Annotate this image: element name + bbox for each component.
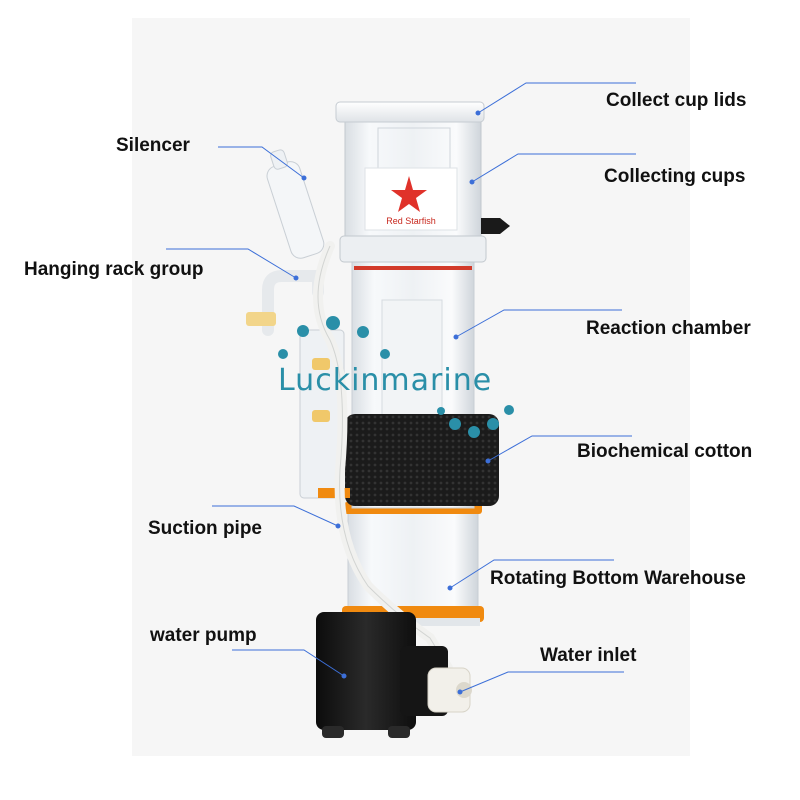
inner-riser: [381, 299, 443, 421]
hanging-rack-hook: [262, 270, 324, 336]
leader-reaction-chamber: [455, 309, 622, 338]
logo-text: Red Starfish: [386, 216, 436, 226]
leader-biochem-cotton: [487, 435, 632, 462]
label-biochemical-cotton: Biochemical cotton: [577, 441, 753, 462]
collect-cup-lid: [335, 101, 485, 123]
label-collect-cup-lids: Collect cup lids: [606, 90, 747, 111]
rack-valve-3: [312, 410, 330, 422]
leader-hanging-rack: [166, 248, 297, 279]
leader-lines: [166, 82, 636, 695]
watermark-dots: [278, 316, 514, 438]
cup-drain-nozzle: [481, 218, 510, 234]
label-suction-pipe: Suction pipe: [148, 518, 262, 539]
pump-suction-foot-2: [388, 726, 410, 738]
leader-collecting-cups: [471, 153, 636, 183]
brand-watermark: Luckinmarine: [278, 363, 493, 398]
red-seal-ring: [354, 266, 472, 270]
label-water-inlet: Water inlet: [540, 645, 637, 666]
label-reaction-chamber: Reaction chamber: [586, 318, 751, 339]
label-rotating-bottom-warehouse: Rotating Bottom Warehouse: [490, 568, 746, 589]
rack-valve-1: [246, 312, 276, 326]
label-collecting-cups: Collecting cups: [604, 166, 746, 187]
leader-water-inlet: [459, 671, 624, 693]
leader-rotating-bottom: [449, 559, 614, 589]
rack-orange-foot: [318, 488, 350, 498]
leader-silencer: [218, 146, 305, 179]
leader-water-pump: [232, 649, 345, 677]
pump-suction-foot-1: [322, 726, 344, 738]
leader-collect-cup-lids: [477, 82, 636, 114]
label-hanging-rack-group: Hanging rack group: [24, 259, 204, 280]
rotating-bottom-chamber: [347, 507, 479, 613]
biochemical-sponge: [345, 414, 499, 506]
starfish-logo-icon: [391, 176, 427, 212]
leader-suction-pipe: [212, 505, 339, 527]
suction-pipe-edge: [317, 245, 449, 669]
rack-valve-2: [312, 358, 330, 370]
water-pump-body: [316, 612, 416, 730]
label-water-pump: water pump: [150, 625, 257, 646]
label-silencer: Silencer: [116, 135, 190, 156]
cup-base-ring: [339, 235, 487, 263]
